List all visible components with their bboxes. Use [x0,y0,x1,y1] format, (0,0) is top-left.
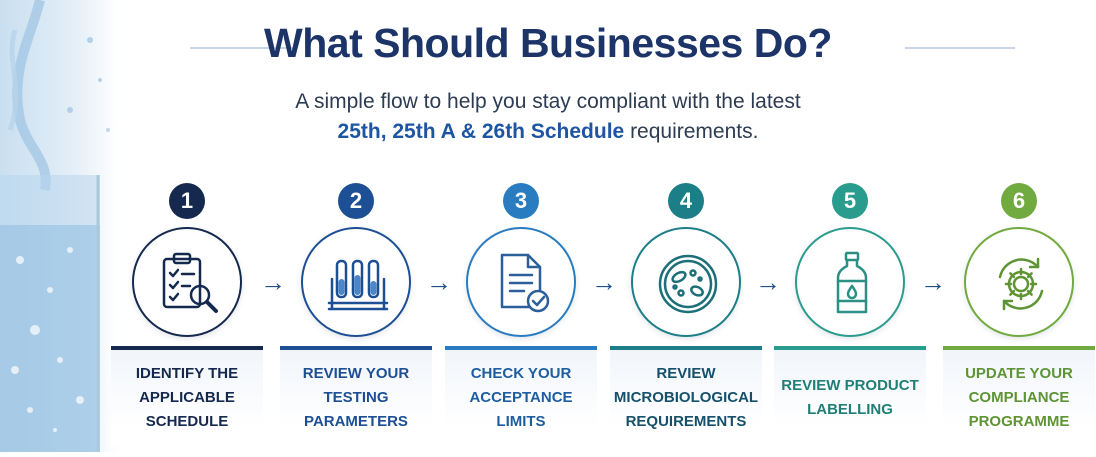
test-tubes-icon [327,259,389,311]
step-number-badge: 1 [169,183,205,219]
bottle-icon [836,251,868,314]
step-label-card: IDENTIFY THE APPLICABLE SCHEDULE [111,346,263,446]
arrow-right-icon: → [260,267,286,297]
step-icon-circle [964,227,1074,337]
subtitle-line-1: A simple flow to help you stay compliant… [295,90,801,113]
step-icon-circle [132,227,242,337]
gear-cycle-icon [998,257,1044,311]
title-rule-right [905,47,1015,49]
arrow-right-icon: → [755,267,781,297]
subtitle-tail: requirements. [630,120,759,143]
step-label-card: UPDATE YOUR COMPLIANCE PROGRAMME [943,346,1095,446]
step-number-badge: 2 [338,183,374,219]
step-number-badge: 5 [832,183,868,219]
step-icon-circle [631,227,741,337]
title-rule-left [190,47,294,49]
step-label-card: CHECK YOUR ACCEPTANCE LIMITS [445,346,597,446]
arrow-right-icon: → [920,267,946,297]
step-number-badge: 3 [503,183,539,219]
step-icon-circle [466,227,576,337]
arrow-right-icon: → [591,267,617,297]
step-label-card: REVIEW MICROBIOLOGICAL REQUIREMENTS [610,346,762,446]
petri-dish-icon [658,254,718,314]
step-icon-circle [301,227,411,337]
step-number-badge: 4 [668,183,704,219]
arrow-right-icon: → [426,267,452,297]
document-check-icon [500,253,550,313]
clipboard-magnifier-icon [162,252,218,313]
step-number-badge: 6 [1001,183,1037,219]
page-title: What Should Businesses Do? [264,20,832,66]
subtitle-line-2: 25th, 25th A & 26th Schedule requirement… [0,120,1096,144]
step-label-card: REVIEW YOUR TESTING PARAMETERS [280,346,432,446]
step-icon-circle [795,227,905,337]
step-label-card: REVIEW PRODUCT LABELLING [774,346,926,446]
water-splash-illustration [0,0,110,452]
subtitle-highlight: 25th, 25th A & 26th Schedule [337,120,625,143]
